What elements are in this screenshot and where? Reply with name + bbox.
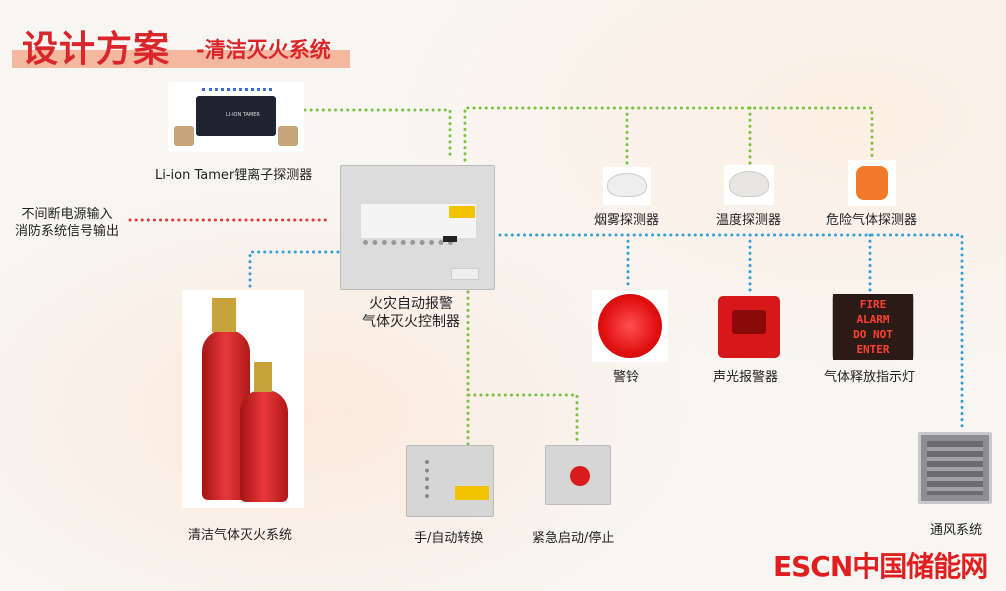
gas-detector-label: 危险气体探测器 [826,213,918,228]
blue-line-alarms [498,233,964,432]
title-underline [12,50,350,68]
alarm-bell [592,290,668,362]
temperature-label: 温度探测器 [716,213,782,228]
fire-controller-panel [340,165,495,290]
signal-output-label: 消防系统信号输出 [15,224,120,239]
green-line-liion [303,108,452,162]
smoke-detector [603,167,651,205]
smoke-label: 烟雾探测器 [594,213,660,228]
manual-auto-switch [406,445,494,517]
cylinder-label: 清洁气体灭火系统 [188,528,293,543]
temperature-detector [724,165,774,205]
strobe-siren [718,296,780,358]
gas-detector [848,160,896,206]
gas-cylinders [182,290,304,508]
manual-auto-label: 手/自动转换 [414,531,484,546]
blue-line-cylinder [248,250,340,292]
green-line-manual [466,290,579,447]
power-input-label: 不间断电源输入 [21,207,113,222]
controller-label-line2: 气体灭火控制器 [362,314,460,330]
liion-label: Li-ion Tamer锂离子探测器 [155,168,313,183]
escn-logo: ESCN中国储能网 [773,550,988,583]
page-title: 设计方案 [22,29,171,70]
green-line-detectors [463,106,874,167]
emergency-button [545,445,611,505]
sign-label: 气体释放指示灯 [824,370,916,385]
liion-tamer-device: LI-ION TAMER [168,82,304,152]
bell-label: 警铃 [613,370,640,385]
vent-label: 通风系统 [930,523,983,538]
power-label: 不间断电源输入 消防系统信号输出 [15,206,119,240]
ventilation-damper [918,432,992,504]
controller-label: 火灾自动报警 气体灭火控制器 [362,295,460,331]
controller-label-line1: 火灾自动报警 [369,296,453,312]
emergency-label: 紧急启动/停止 [532,531,615,546]
strobe-label: 声光报警器 [713,370,779,385]
page-subtitle: -清洁灭火系统 [196,38,331,62]
